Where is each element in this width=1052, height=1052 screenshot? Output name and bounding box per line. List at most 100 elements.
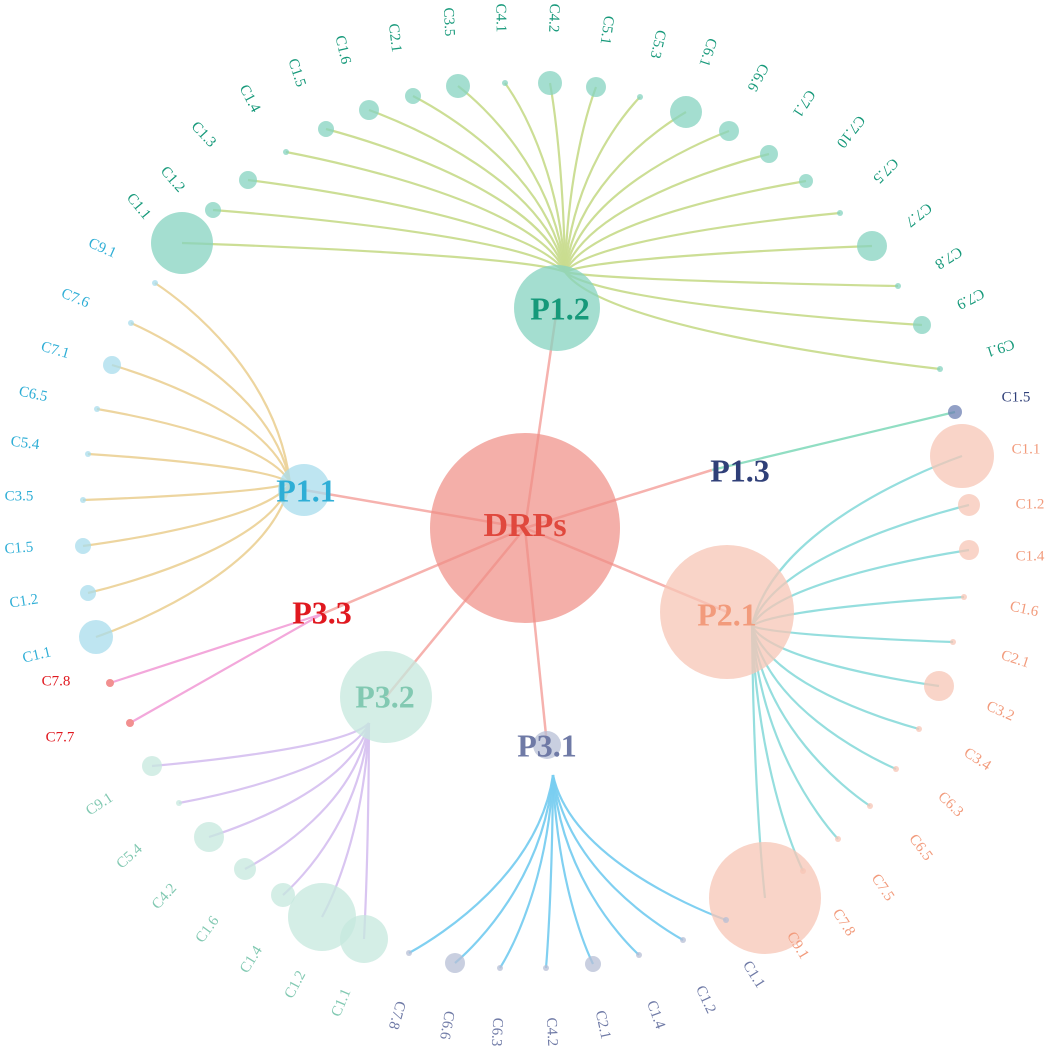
leaf-label-P1-2-C5-3: C5.3 — [647, 28, 669, 60]
leaf-label-P1-2-C7-8: C7.8 — [932, 243, 965, 272]
leaf-node-P3-3-C7-8 — [106, 679, 114, 687]
leaf-label-P1-1-C7-6: C7.6 — [59, 286, 92, 312]
leaf-label-P3-2-C4-2: C4.2 — [149, 881, 180, 913]
leaf-node-P1-2-C1-3 — [239, 171, 257, 189]
link-P1-2-to-C7-9 — [564, 271, 923, 327]
leaf-label-P3-1-C1-1: C1.1 — [739, 958, 768, 991]
leaf-label-P3-1-C2-1: C2.1 — [592, 1009, 614, 1040]
link-P1-1-to-C1-2 — [87, 482, 292, 595]
link-P1-2-to-C1-6 — [368, 108, 567, 273]
hub-label-P3-3: P3.3 — [292, 594, 352, 630]
link-P1-2-to-C1-2 — [212, 208, 566, 273]
leaf-label-P2-1-C7-8: C7.8 — [829, 906, 858, 939]
leaf-label-P1-2-C1-1: C1.1 — [123, 190, 154, 222]
leaf-node-P1-1-C9-1 — [152, 280, 158, 286]
link-P1-1-to-C7-1 — [111, 363, 292, 484]
leaf-label-P1-2-C4-1: C4.1 — [492, 3, 508, 32]
link-P3-2-to-C1-6 — [244, 722, 371, 870]
leaf-node-P1-1-C6-5 — [94, 406, 100, 412]
nodes-layer — [75, 71, 994, 973]
leaf-label-P1-2-C1-2: C1.2 — [157, 164, 188, 196]
leaf-label-P3-2-C1-4: C1.4 — [237, 943, 266, 976]
link-P3-3-to-C7-8 — [109, 612, 323, 685]
leaf-label-P1-1-C5-4: C5.4 — [10, 434, 41, 453]
link-P1-1-to-C9-1 — [154, 282, 292, 484]
leaf-node-P1-2-C1-1 — [151, 212, 213, 274]
leaf-label-P1-2-C2-1: C2.1 — [385, 23, 404, 54]
link-P1-1-to-C7-6 — [130, 321, 292, 484]
link-P3-3-to-C7-7 — [129, 613, 323, 724]
leaf-node-P3-2-C1-6 — [234, 858, 256, 880]
hub-label-P1-1: P1.1 — [276, 472, 336, 508]
leaf-label-P1-2-C9-1: C9.1 — [984, 335, 1016, 359]
hub-node-P1-2 — [514, 265, 600, 351]
link-P1-2-to-C1-1 — [181, 241, 566, 274]
leaf-node-P1-2-C7-7 — [857, 231, 887, 261]
leaf-node-P2-1-C6-5 — [867, 803, 873, 809]
leaf-node-P3-1-C2-1 — [585, 956, 601, 972]
leaf-label-P2-1-C6-3: C6.3 — [934, 789, 966, 820]
link-P1-1-to-C3-5 — [82, 481, 291, 502]
leaf-node-P3-2-C4-2 — [194, 822, 224, 852]
leaf-label-P3-1-C6-3: C6.3 — [488, 1017, 505, 1047]
leaf-label-P2-1-C1-2: C1.2 — [1016, 496, 1045, 512]
leaf-node-P2-1-C3-4 — [916, 726, 922, 732]
link-P3-1-to-C1-1 — [551, 774, 727, 922]
hub-node-P3-1 — [533, 731, 561, 759]
hub-node-P1-1 — [278, 464, 330, 516]
leaf-label-P1-2-C7-10: C7.10 — [833, 112, 868, 150]
leaf-label-P1-2-C7-9: C7.9 — [954, 285, 987, 312]
leaf-label-P1-2-C1-5: C1.5 — [284, 57, 308, 89]
link-P1-2-to-C5-3 — [563, 96, 641, 273]
leaf-node-P1-3-C1-5 — [948, 405, 962, 419]
leaf-label-P3-2-C1-1: C1.1 — [328, 986, 354, 1019]
hub-label-P3-1: P3.1 — [517, 727, 577, 763]
leaf-node-P3-2-C5-4 — [176, 800, 182, 806]
link-P1-1-to-C6-5 — [96, 407, 291, 484]
leaf-label-P1-1-C3-5: C3.5 — [5, 488, 34, 504]
leaf-label-P1-1-C9-1: C9.1 — [86, 235, 119, 261]
leaf-label-P1-2-C7-7: C7.7 — [902, 199, 935, 230]
leaf-node-P3-2-C1-2 — [288, 883, 356, 951]
link-P3-1-to-C6-6 — [454, 774, 555, 964]
leaf-node-P1-2-C1-4 — [283, 149, 289, 155]
leaf-node-P1-1-C7-6 — [128, 320, 134, 326]
leaf-node-P1-1-C7-1 — [103, 356, 121, 374]
leaf-node-P1-2-C7-10 — [799, 174, 813, 188]
leaf-node-P2-1-C3-2 — [924, 671, 954, 701]
leaf-node-P2-1-C7-5 — [835, 836, 841, 842]
leaf-node-P2-1-C6-3 — [893, 766, 899, 772]
link-P1-2-to-C6-6 — [563, 129, 730, 273]
link-P1-3-to-C1-5 — [711, 410, 956, 472]
link-P3-2-to-C1-4 — [282, 722, 371, 896]
link-P3-1-to-C1-4 — [551, 774, 640, 956]
leaf-node-P1-2-C7-5 — [837, 210, 843, 216]
leaf-node-P3-2-C1-4 — [271, 883, 295, 907]
leaf-node-P1-2-C7-9 — [913, 316, 931, 334]
center-label-drps: DRPs — [483, 507, 566, 544]
center-node-drps — [430, 433, 620, 623]
leaf-node-P1-2-C4-1 — [502, 80, 508, 86]
link-P3-1-to-C2-1 — [551, 774, 594, 965]
link-P1-2-to-C7-8 — [564, 270, 899, 288]
leaf-node-P3-1-C1-1 — [723, 917, 729, 923]
leaf-label-P3-3-C7-8: C7.8 — [42, 673, 71, 689]
leaf-label-P2-1-C6-5: C6.5 — [905, 831, 935, 864]
leaf-label-P1-2-C5-1: C5.1 — [597, 15, 617, 46]
leaf-node-P2-1-C2-1 — [950, 639, 956, 645]
leaf-node-P1-1-C1-5 — [75, 538, 91, 554]
leaf-label-P3-1-C4-2: C4.2 — [543, 1017, 560, 1047]
leaf-node-P1-2-C9-1 — [937, 366, 943, 372]
leaf-node-P3-1-C6-3 — [497, 965, 503, 971]
link-P1-2-to-C1-4 — [285, 150, 567, 273]
link-P3-2-to-C9-1 — [151, 722, 370, 768]
leaf-node-P1-1-C5-4 — [85, 451, 91, 457]
leaf-label-P2-1-C3-4: C3.4 — [961, 745, 994, 774]
leaf-label-P2-1-C1-4: C1.4 — [1016, 548, 1045, 564]
leaf-node-P2-1-C1-6 — [961, 594, 967, 600]
leaf-node-P1-2-C6-6 — [719, 121, 739, 141]
leaf-node-P2-1-C1-4 — [959, 540, 979, 560]
leaf-label-P3-2-C5-4: C5.4 — [114, 841, 146, 872]
leaf-label-P2-1-C2-1: C2.1 — [999, 647, 1031, 671]
